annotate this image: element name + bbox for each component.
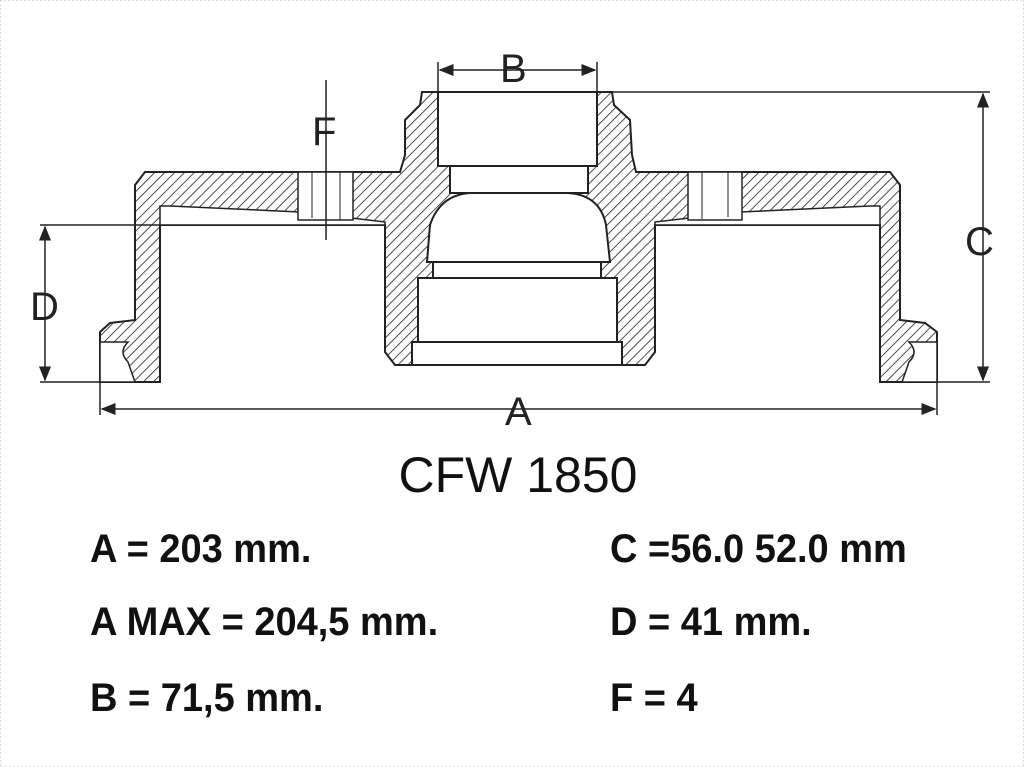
spec-a-max: A MAX = 204,5 mm. [90,600,439,644]
spec-f: F = 4 [610,676,698,720]
drum-body [99,91,938,383]
spec-d: D = 41 mm. [610,600,812,644]
spec-c: C =56.0 52.0 mm [610,527,907,571]
label-d: D [30,285,59,329]
label-b: B [500,47,527,91]
dimension-lines [39,62,990,415]
spec-b: B = 71,5 mm. [90,676,324,720]
spec-a: A = 203 mm. [90,527,312,571]
label-c: C [965,220,994,264]
label-a: A [505,390,532,434]
label-f: F [312,110,336,154]
part-number: CFW 1850 [398,447,638,503]
